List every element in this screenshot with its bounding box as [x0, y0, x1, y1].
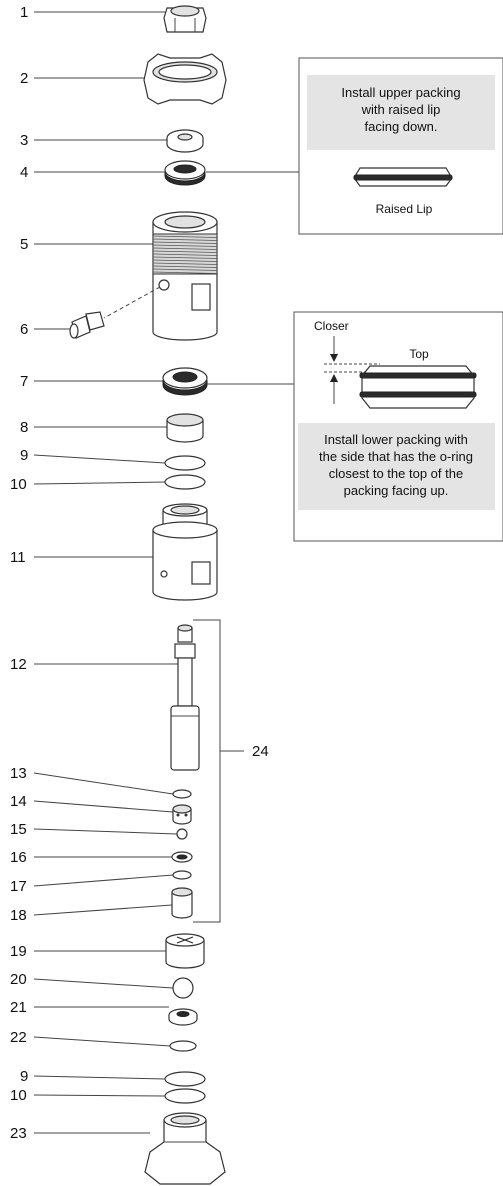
part-17-ring	[172, 870, 192, 880]
thread-line	[152, 256, 218, 259]
assembly-24-label: 24	[252, 743, 269, 760]
thread-line	[152, 241, 218, 244]
callout-16: 16	[10, 849, 27, 866]
leader-line-10	[33, 481, 166, 485]
part-22-ring	[169, 1040, 197, 1052]
leader-line-15	[33, 828, 178, 835]
part-9-lower-ring	[164, 1071, 206, 1087]
callout-22: 22	[10, 1029, 27, 1046]
part-1-nut	[163, 5, 207, 33]
part-23-foot-valve	[144, 1112, 226, 1185]
callout-5: 5	[20, 236, 28, 253]
lower-packing-note: Closer Top Install lower packing with th…	[293, 311, 503, 542]
callout-18: 18	[10, 907, 27, 924]
callout-10: 10	[10, 476, 27, 493]
top-label: Top	[409, 347, 429, 361]
part-19-housing	[165, 933, 205, 969]
callout-9: 9	[20, 1068, 28, 1085]
thread-line	[152, 262, 218, 265]
part-11-cylinder	[152, 503, 218, 601]
part-8-sleeve	[166, 413, 204, 443]
thread-line	[152, 244, 218, 247]
leader-line-9	[33, 454, 166, 464]
upper-packing-note: Install upper packing with raised lip fa…	[298, 57, 503, 235]
part-4-upper-packing	[164, 160, 206, 186]
callout-6: 6	[20, 321, 28, 338]
callout-10: 10	[10, 1087, 27, 1104]
part-18-retainer	[171, 887, 193, 919]
thread-line	[152, 235, 218, 238]
leader-line-14	[33, 800, 174, 813]
callout-17: 17	[10, 878, 27, 895]
callout-8: 8	[20, 419, 28, 436]
thread-line	[152, 247, 218, 250]
thread-line	[152, 271, 218, 274]
part-7-lower-packing	[162, 367, 208, 396]
callout-21: 21	[10, 999, 27, 1016]
callout-9: 9	[20, 447, 28, 464]
part-12-rod	[170, 624, 200, 771]
part-2-spanner-nut	[143, 53, 227, 105]
leader-line-22	[33, 1036, 171, 1047]
callout-1: 1	[20, 4, 28, 21]
leader-line-17	[33, 874, 174, 887]
closer-label: Closer	[314, 319, 349, 333]
lower-note-line-1: Install lower packing with	[324, 432, 468, 447]
thread-line	[152, 259, 218, 262]
thread-line	[152, 238, 218, 241]
upper-note-line-1: Install upper packing	[341, 85, 460, 100]
part-9-ring	[164, 455, 206, 471]
callout-15: 15	[10, 821, 27, 838]
part-21-seat	[168, 1008, 198, 1026]
callout-4: 4	[20, 164, 28, 181]
part-15-ball	[176, 828, 188, 840]
part-3-washer	[166, 129, 204, 153]
leader-line-13	[33, 772, 174, 795]
part-10-ring	[164, 474, 206, 490]
lower-packing-illustration	[359, 365, 477, 409]
lower-note-line-2: the side that has the o-ring	[319, 449, 473, 464]
lower-note-line-3: closest to the top of the	[329, 466, 463, 481]
part-6-fitting	[69, 286, 161, 339]
callout-7: 7	[20, 373, 28, 390]
callout-20: 20	[10, 971, 27, 988]
upper-note-line-3: facing down.	[365, 119, 438, 134]
leader-line-20	[33, 978, 174, 989]
callout-2: 2	[20, 70, 28, 87]
callout-14: 14	[10, 793, 27, 810]
thread-line	[152, 250, 218, 253]
assembly-24-bracket: 24	[193, 619, 269, 923]
callout-3: 3	[20, 132, 28, 149]
part-20-ball	[172, 977, 194, 999]
raised-lip-caption: Raised Lip	[376, 202, 433, 216]
lower-note-line-4: packing facing up.	[344, 483, 449, 498]
part-14-guide	[172, 804, 192, 825]
leader-line-9	[33, 1075, 166, 1080]
leader-line-18	[33, 904, 173, 916]
callout-13: 13	[10, 765, 27, 782]
part-13-ring	[172, 789, 192, 799]
callout-12: 12	[10, 656, 27, 673]
raised-lip-packing-illustration	[353, 167, 453, 187]
callout-11: 11	[10, 549, 26, 566]
thread-line	[152, 268, 218, 271]
upper-note-line-2: with raised lip	[361, 102, 441, 117]
callout-19: 19	[10, 943, 27, 960]
part-10-lower-ring	[164, 1088, 206, 1104]
thread-line	[152, 253, 218, 256]
callout-23: 23	[10, 1125, 27, 1142]
part-5-housing	[152, 211, 218, 341]
leader-line-10	[33, 1094, 166, 1097]
part-16-seal	[171, 851, 193, 863]
thread-line	[152, 265, 218, 268]
